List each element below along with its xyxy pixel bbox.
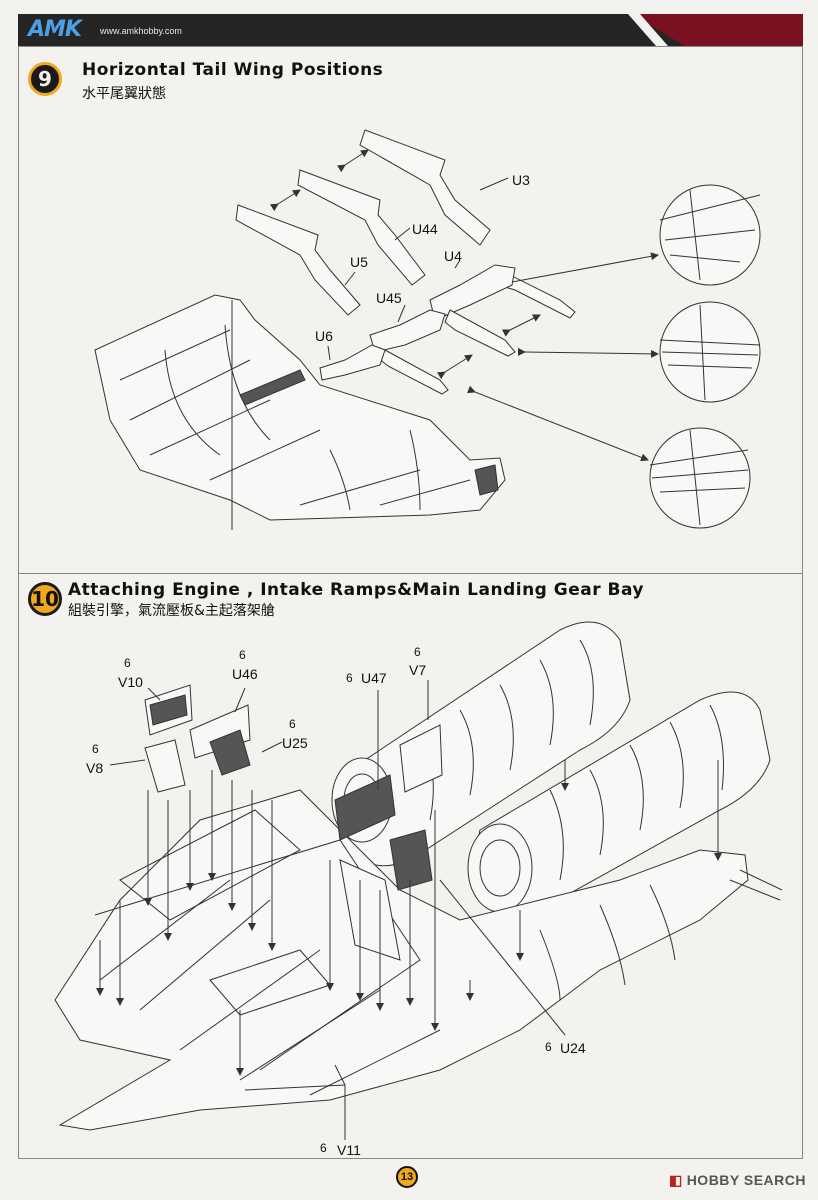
part-label-u5: U5 <box>350 254 368 270</box>
part-label-u3: U3 <box>512 172 530 188</box>
label-leaders <box>109 687 283 766</box>
small-parts <box>144 684 443 961</box>
assembly-arrows <box>96 680 722 1140</box>
part-label-u46: U46 <box>232 666 258 682</box>
qty-u46: 6 <box>239 648 246 662</box>
step-9-badge: 9 <box>28 62 62 96</box>
step-9-title: Horizontal Tail Wing Positions <box>82 60 384 80</box>
qty-v10: 6 <box>124 656 131 670</box>
step-10-subtitle: 組裝引擎，氣流壓板&主起落架艙 <box>68 603 275 619</box>
main-fuselage <box>54 789 783 1131</box>
step-10-badge: 10 <box>28 582 62 616</box>
watermark-text: HOBBY SEARCH <box>686 1172 806 1188</box>
part-label-u4: U4 <box>444 248 462 264</box>
part-label-v7: V7 <box>409 662 427 678</box>
hobby-search-watermark: ◧HOBBY SEARCH <box>669 1172 806 1189</box>
part-label-u47: U47 <box>361 670 387 686</box>
amk-logo: AMK <box>28 17 82 42</box>
qty-v8: 6 <box>92 742 99 756</box>
part-label-v11: V11 <box>337 1142 361 1158</box>
page-frame <box>18 46 803 1159</box>
page-number: 13 <box>400 1171 414 1183</box>
qty-v11: 6 <box>320 1141 327 1155</box>
qty-u25: 6 <box>289 717 296 731</box>
part-label-u45: U45 <box>376 290 402 306</box>
step-10-number: 10 <box>31 587 59 611</box>
page-number-badge: 13 <box>396 1166 418 1188</box>
part-label-u6: U6 <box>315 328 333 344</box>
qty-v7: 6 <box>414 645 421 659</box>
part-label-v8: V8 <box>86 760 104 776</box>
step-10-title: Attaching Engine , Intake Ramps&Main Lan… <box>68 580 645 600</box>
tail-wing-parts <box>235 129 576 395</box>
part-label-u25: U25 <box>282 735 308 751</box>
part-label-u24: U24 <box>560 1040 586 1056</box>
watermark-icon: ◧ <box>668 1172 683 1188</box>
qty-u47: 6 <box>346 671 353 685</box>
section-divider <box>18 573 803 574</box>
step-9-subtitle: 水平尾翼狀態 <box>82 86 166 102</box>
part-label-u44: U44 <box>412 221 438 237</box>
detail-callouts <box>467 184 761 529</box>
step-9-number: 9 <box>38 67 52 91</box>
website-url: www.amkhobby.com <box>100 26 182 36</box>
part-label-v10: V10 <box>118 674 143 690</box>
qty-u24: 6 <box>545 1040 552 1054</box>
tail-fuselage <box>94 294 506 530</box>
